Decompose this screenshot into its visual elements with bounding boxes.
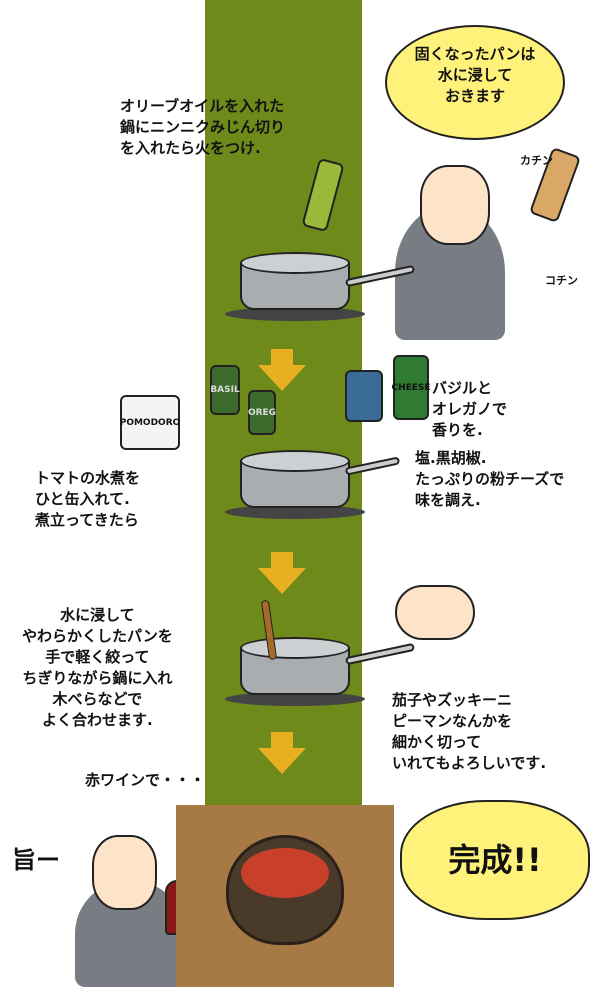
speech-bubble [385, 25, 565, 140]
done-bubble [400, 800, 590, 920]
pot [240, 450, 350, 508]
done-text: 完成!! [448, 841, 542, 879]
tomato-can: POMODORO [120, 395, 180, 450]
bread-bubble-text: 固くなったパンは 水に浸して おきます [414, 45, 536, 105]
down-arrow [258, 732, 306, 774]
herbs-text: バジルと オレガノで 香りを. [432, 379, 508, 439]
yum-text: 旨ー [12, 846, 60, 874]
cheese-jar: CHEESE [391, 355, 431, 420]
step1-text: オリーブオイルを入れた 鍋にニンニクみじん切り を入れたら火をつけ. [120, 97, 286, 157]
salt-jar [345, 370, 383, 422]
oregano-jar: OREG [248, 390, 276, 435]
pappa-al-pomodoro [241, 848, 329, 898]
bowl [226, 835, 344, 945]
season-text: 塩.黒胡椒. たっぷりの粉チーズで 味を調え. [415, 449, 565, 509]
sfx-kochin: コチン [545, 274, 578, 287]
burner [225, 505, 365, 519]
diner-face [92, 835, 157, 910]
tomato-text: トマトの水煮を ひと缶入れて. 煮立ってきたら [35, 469, 141, 529]
cook-face [420, 165, 490, 245]
wine-text: 赤ワインで・・・ [85, 771, 206, 789]
hands-squeezing-bread [395, 585, 475, 640]
burner [225, 692, 365, 706]
sfx-kachin: カチン [520, 154, 553, 167]
tip-text: 茄子やズッキーニ ピーマンなんかを 細かく切って いれてもよろしいです. [392, 691, 547, 772]
burner [225, 307, 365, 321]
step3-text: 水に浸して やわらかくしたパンを 手で軽く絞って ちぎりながら鍋に入れ 木べらな… [22, 606, 173, 729]
down-arrow [258, 552, 306, 594]
basil-jar: BASIL [210, 365, 240, 415]
pot [240, 637, 350, 695]
pot [240, 252, 350, 310]
down-arrow [258, 349, 306, 391]
finished-dish-photo [176, 805, 394, 987]
